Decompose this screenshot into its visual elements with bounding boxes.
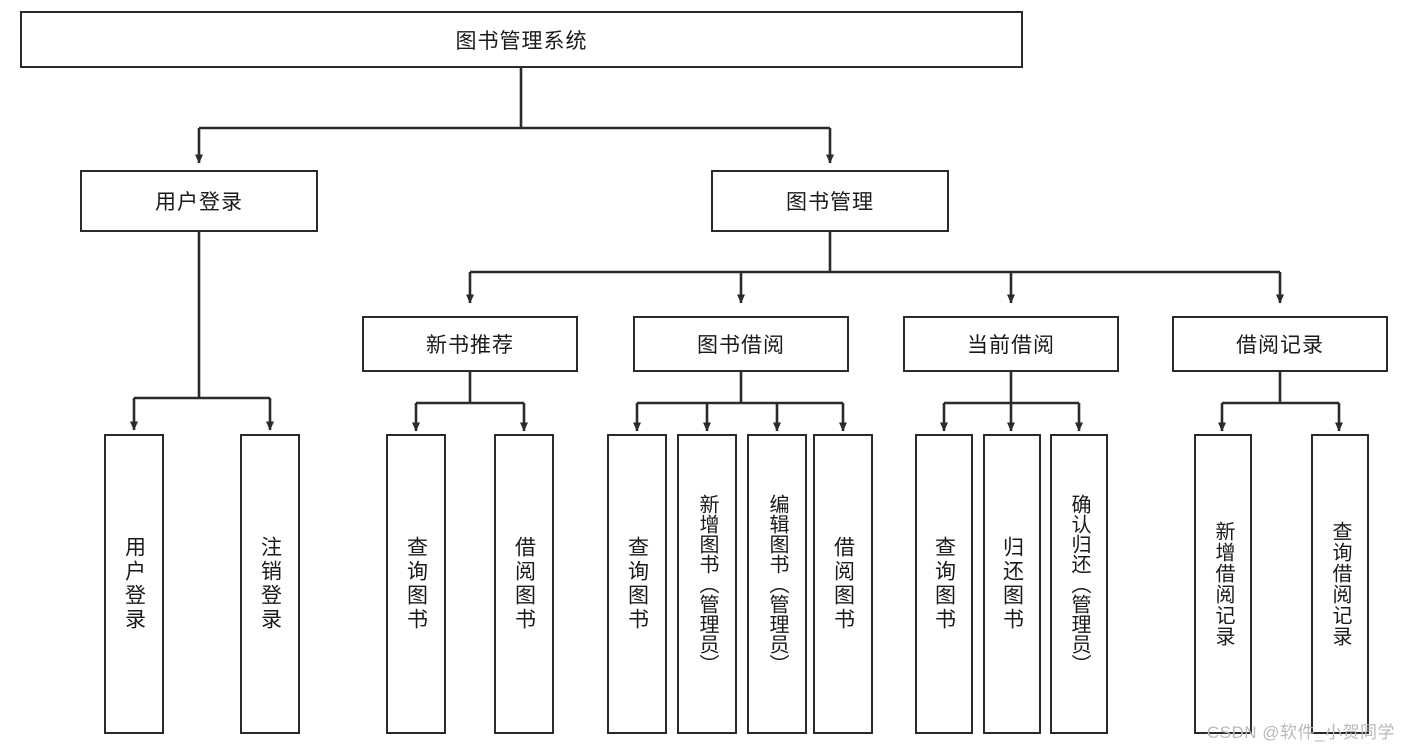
leaf-new-book-borrow-label: 借阅图书 bbox=[512, 536, 536, 632]
leaf-current-query-book[interactable]: 查询图书 bbox=[915, 434, 973, 734]
leaf-current-confirm-return[interactable]: 确认归还（管理员） bbox=[1050, 434, 1108, 734]
node-book-borrow[interactable]: 图书借阅 bbox=[633, 316, 849, 372]
leaf-record-add-label: 新增借阅记录 bbox=[1212, 521, 1234, 647]
leaf-borrow-edit-book-label: 编辑图书（管理员） bbox=[766, 494, 788, 674]
leaf-new-book-query[interactable]: 查询图书 bbox=[386, 434, 446, 734]
node-root[interactable]: 图书管理系统 bbox=[20, 11, 1023, 68]
node-book-borrow-label: 图书借阅 bbox=[697, 334, 785, 357]
leaf-user-login-signout[interactable]: 注销登录 bbox=[240, 434, 300, 734]
node-root-label: 图书管理系统 bbox=[455, 29, 588, 53]
leaf-current-confirm-return-label: 确认归还（管理员） bbox=[1068, 494, 1090, 674]
node-user-login-label: 用户登录 bbox=[155, 191, 243, 214]
leaf-user-login-signin[interactable]: 用户登录 bbox=[104, 434, 164, 734]
leaf-borrow-edit-book[interactable]: 编辑图书（管理员） bbox=[747, 434, 807, 734]
leaf-record-add[interactable]: 新增借阅记录 bbox=[1194, 434, 1252, 734]
leaf-current-return-book[interactable]: 归还图书 bbox=[983, 434, 1041, 734]
csdn-watermark: CSDN @软件_小贺同学 bbox=[1206, 723, 1395, 742]
leaf-borrow-borrow-book-label: 借阅图书 bbox=[831, 536, 855, 632]
node-user-login[interactable]: 用户登录 bbox=[80, 170, 318, 232]
leaf-record-query-label: 查询借阅记录 bbox=[1329, 521, 1351, 647]
node-borrow-record[interactable]: 借阅记录 bbox=[1172, 316, 1388, 372]
leaf-new-book-borrow[interactable]: 借阅图书 bbox=[494, 434, 554, 734]
leaf-borrow-query-book[interactable]: 查询图书 bbox=[607, 434, 667, 734]
leaf-current-return-book-label: 归还图书 bbox=[1000, 536, 1024, 632]
leaf-borrow-query-book-label: 查询图书 bbox=[625, 536, 649, 632]
node-current-borrow[interactable]: 当前借阅 bbox=[903, 316, 1119, 372]
leaf-borrow-add-book-label: 新增图书（管理员） bbox=[696, 494, 718, 674]
node-current-borrow-label: 当前借阅 bbox=[967, 334, 1055, 357]
node-borrow-record-label: 借阅记录 bbox=[1236, 334, 1324, 357]
node-new-book-recommend-label: 新书推荐 bbox=[426, 334, 514, 357]
node-book-management-label: 图书管理 bbox=[786, 191, 874, 214]
node-new-book-recommend[interactable]: 新书推荐 bbox=[362, 316, 578, 372]
leaf-user-login-signin-label: 用户登录 bbox=[122, 536, 146, 632]
leaf-record-query[interactable]: 查询借阅记录 bbox=[1311, 434, 1369, 734]
leaf-current-query-book-label: 查询图书 bbox=[932, 536, 956, 632]
leaf-borrow-borrow-book[interactable]: 借阅图书 bbox=[813, 434, 873, 734]
leaf-borrow-add-book[interactable]: 新增图书（管理员） bbox=[677, 434, 737, 734]
node-book-management[interactable]: 图书管理 bbox=[711, 170, 949, 232]
leaf-user-login-signout-label: 注销登录 bbox=[258, 536, 282, 632]
leaf-new-book-query-label: 查询图书 bbox=[404, 536, 428, 632]
